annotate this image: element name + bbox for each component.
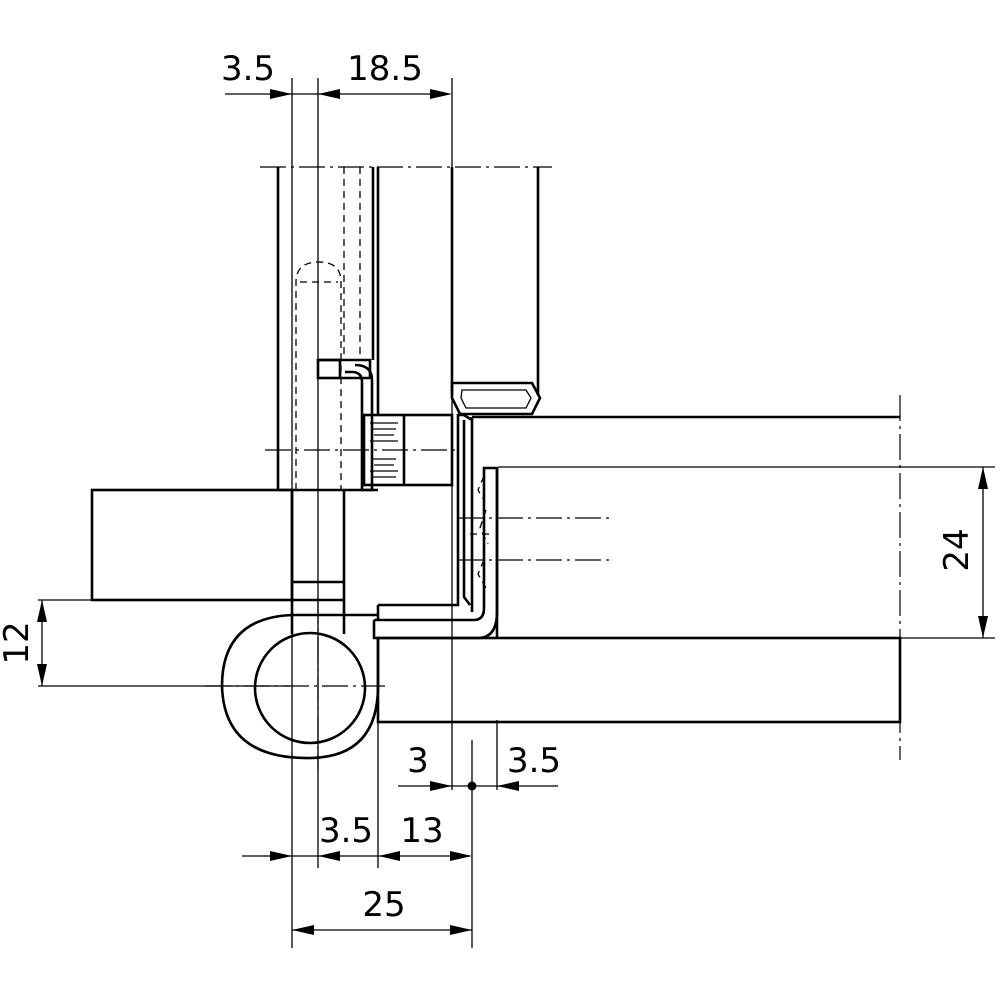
dim-bottom-mid: 13: [400, 811, 443, 851]
dimension-lines: [37, 89, 988, 935]
dim-top-right: 18.5: [347, 49, 423, 89]
dim-bottom-small: 3.5: [319, 811, 373, 851]
dim-right-height: 24: [937, 528, 977, 571]
center-lines: [205, 166, 901, 770]
door-leaf: [376, 415, 902, 724]
dim-top-left: 3.5: [221, 49, 275, 89]
dim-left-height: 12: [0, 621, 37, 664]
dimension-labels: 3.5 18.5 24 12 3 3.5 3.5 13 25: [0, 49, 977, 925]
extension-lines: [38, 78, 995, 948]
dim-bottom-total: 25: [362, 885, 405, 925]
dim-gap-right: 3.5: [507, 741, 561, 781]
dim-gap-left: 3: [407, 741, 429, 781]
cam-hatching: [370, 422, 398, 478]
hinge-body: [220, 167, 499, 760]
